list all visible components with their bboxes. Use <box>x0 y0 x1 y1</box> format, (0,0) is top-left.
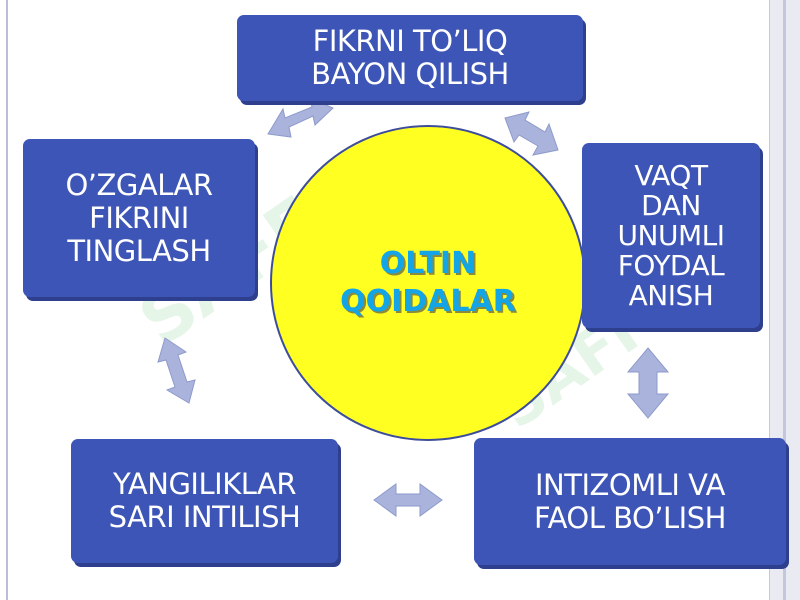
center-label: OLTIN QOIDALAR <box>340 246 516 319</box>
rule-box-top-label: FIKRNI TO’LIQ BAYON QILISH <box>311 24 509 91</box>
double-arrow-left-bottom <box>157 337 196 404</box>
rule-box-left-label: O’ZGALAR FIKRINI TINGLASH <box>65 167 213 268</box>
rule-box-left: O’ZGALAR FIKRINI TINGLASH <box>23 139 255 297</box>
double-arrow-top-right <box>504 111 559 156</box>
double-arrow-top-left <box>267 97 334 138</box>
slide-left-rule <box>6 0 8 600</box>
rule-box-right: VAQT DAN UNUMLI FOYDAL ANISH <box>582 143 760 328</box>
rule-box-bottom-right-label: INTIZOMLI VA FAOL BO’LISH <box>534 467 726 535</box>
double-arrow-right-bottom <box>626 347 670 419</box>
rule-box-bottom-left-label: YANGILIKLAR SARI INTILISH <box>108 467 301 534</box>
rule-box-bottom-right: INTIZOMLI VA FAOL BO’LISH <box>474 438 786 565</box>
center-circle: OLTIN QOIDALAR <box>270 125 586 441</box>
rule-box-right-label: VAQT DAN UNUMLI FOYDAL ANISH <box>617 158 725 312</box>
rule-box-bottom-left: YANGILIKLAR SARI INTILISH <box>71 439 338 563</box>
double-arrow-bottom <box>373 483 443 517</box>
slide-right-frame-line <box>783 0 786 600</box>
rule-box-top: FIKRNI TO’LIQ BAYON QILISH <box>237 15 583 101</box>
